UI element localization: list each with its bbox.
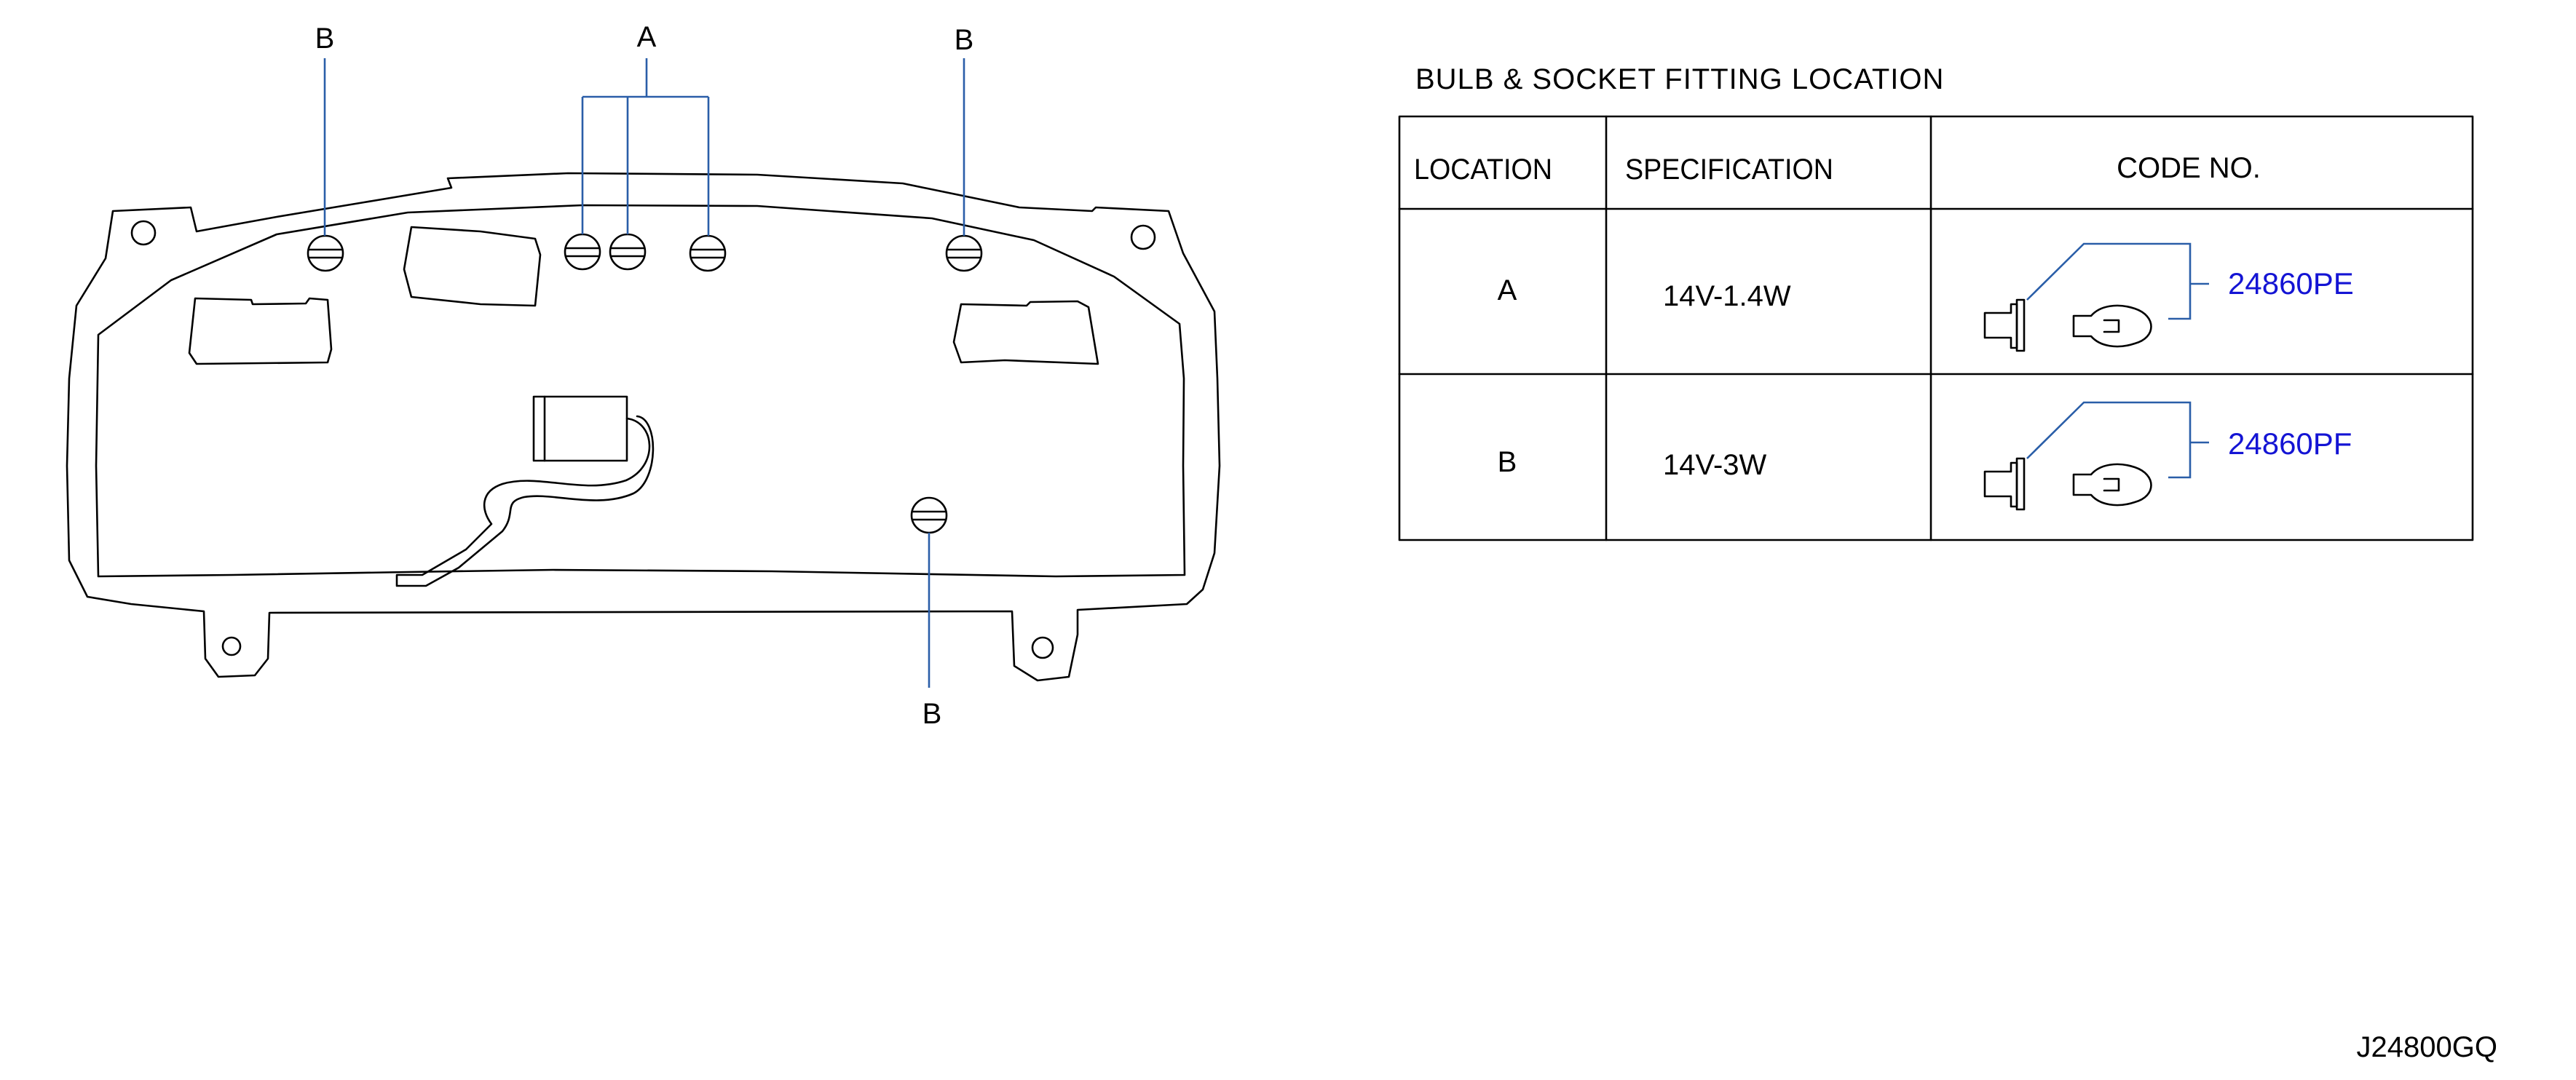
header-location: LOCATION <box>1414 154 1552 186</box>
pocket-right <box>952 300 1099 365</box>
bulb-socket-table: BULB & SOCKET FITTING LOCATION LOCATION … <box>1398 63 2474 541</box>
row-a-code: 24860PE <box>2228 266 2354 301</box>
cluster-outer-housing <box>66 172 1221 682</box>
row-b-code: 24860PF <box>2228 426 2352 461</box>
callout-B-top-left: B <box>315 23 335 55</box>
row-a-leader <box>2026 242 2209 320</box>
row-b-location: B <box>1498 446 1517 478</box>
socket-A-3 <box>689 234 727 272</box>
connector-block <box>532 395 628 462</box>
row-a-location: A <box>1498 274 1517 306</box>
row-b-leader <box>2026 401 2209 479</box>
table-border <box>1398 115 2474 541</box>
socket-B-top-right <box>945 234 983 272</box>
row-a-bulb-socket-icon <box>1983 298 2152 352</box>
socket-A-2 <box>609 233 647 271</box>
callout-B-top-right: B <box>955 24 974 56</box>
mount-hole-top-right <box>1130 224 1156 250</box>
mount-hole-bottom-right <box>1031 636 1054 659</box>
row-b-specification: 14V-3W <box>1663 449 1767 481</box>
row-a-specification: 14V-1.4W <box>1663 280 1791 312</box>
header-code-no: CODE NO. <box>2117 152 2261 184</box>
row-b-bulb-socket-icon <box>1983 457 2152 511</box>
wire-harness <box>395 415 655 587</box>
mount-hole-bottom-left <box>221 636 242 656</box>
leader-A <box>581 58 710 236</box>
pocket-left <box>188 297 333 365</box>
instrument-cluster-drawing: B A B B <box>66 21 1221 730</box>
table-title: BULB & SOCKET FITTING LOCATION <box>1415 63 1944 95</box>
callout-B-bottom: B <box>922 698 942 730</box>
cluster-inner-panel <box>95 204 1186 578</box>
callout-A: A <box>637 21 657 53</box>
header-specification: SPECIFICATION <box>1625 154 1833 186</box>
socket-B-top-left <box>307 234 344 272</box>
pocket-center-left <box>403 226 542 307</box>
figure-code: J24800GQ <box>2357 1031 2497 1063</box>
socket-A-1 <box>564 233 601 271</box>
mount-hole-top-left <box>130 220 157 246</box>
socket-B-bottom <box>910 496 948 534</box>
